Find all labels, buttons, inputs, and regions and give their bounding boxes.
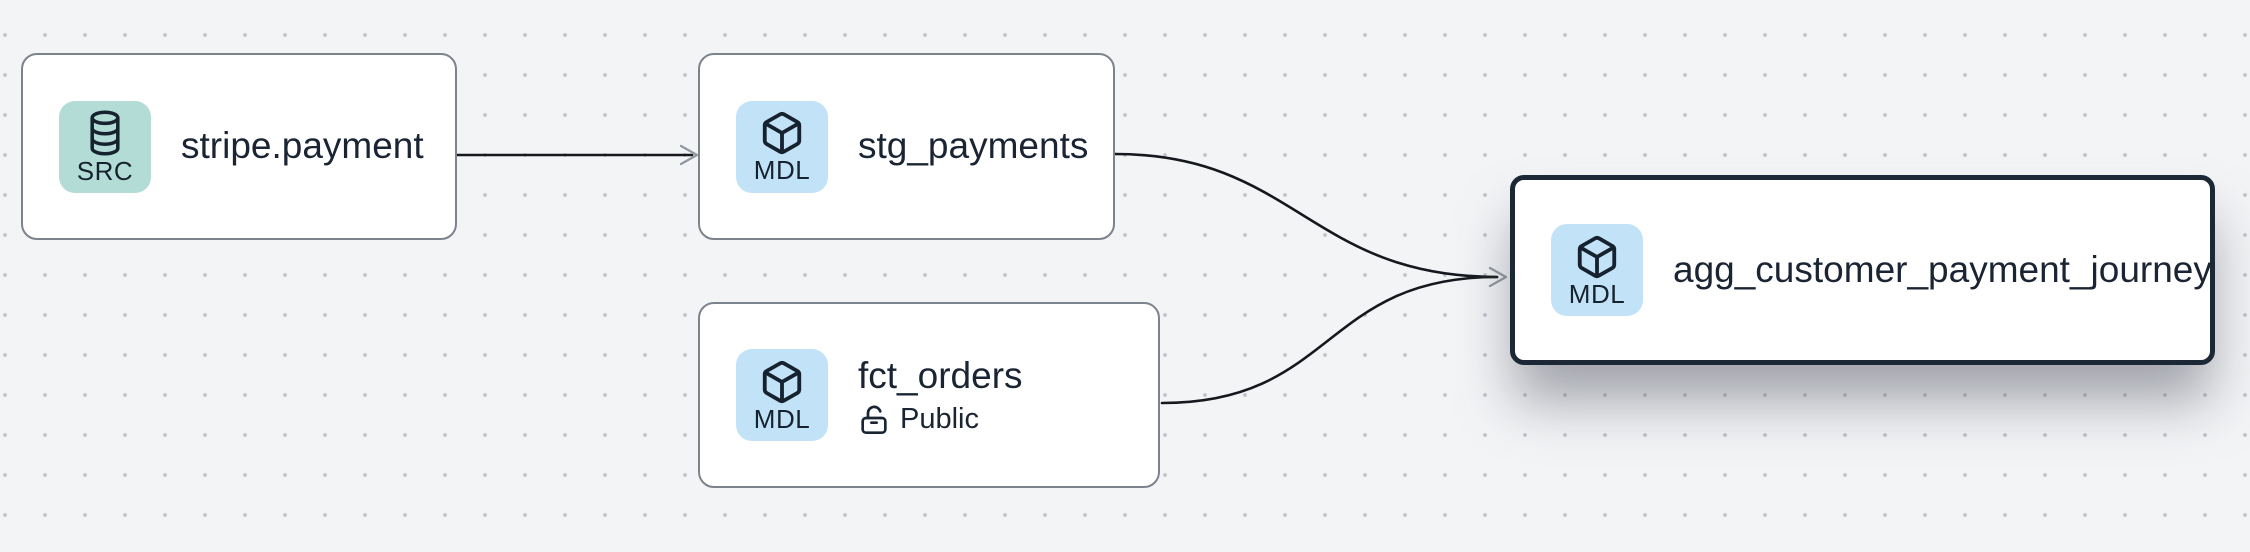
model-badge: MDL (1551, 224, 1643, 316)
visibility-tag: Public (858, 403, 1023, 436)
model-badge: MDL (736, 100, 828, 193)
visibility-label: Public (900, 403, 979, 436)
arrowhead-icon (1488, 266, 1508, 288)
arrowhead-icon (679, 144, 699, 166)
box-icon (762, 111, 802, 155)
node-stripe-payment[interactable]: SRC stripe.payment (21, 53, 457, 240)
edge-stg-to-agg[interactable] (1113, 152, 1499, 279)
badge-label: MDL (753, 155, 811, 185)
node-title: stripe.payment (181, 125, 424, 167)
node-title: fct_orders (858, 354, 1023, 396)
badge-label: SRC (76, 156, 134, 186)
source-badge: SRC (59, 100, 151, 193)
node-agg-customer-payment-journey[interactable]: MDL agg_customer_payment_journey (1510, 175, 2215, 365)
node-title: agg_customer_payment_journey (1673, 248, 2212, 290)
lock-open-icon (861, 405, 887, 435)
badge-label: MDL (1568, 278, 1626, 309)
edge-fct-to-agg[interactable] (1160, 275, 1499, 405)
node-stg-payments[interactable]: MDL stg_payments (698, 53, 1115, 240)
badge-label: MDL (753, 403, 811, 434)
box-icon (1577, 235, 1617, 278)
node-fct-orders[interactable]: MDL fct_orders Public (698, 302, 1160, 488)
database-icon (90, 110, 120, 156)
model-badge: MDL (736, 349, 828, 441)
node-title: stg_payments (858, 125, 1089, 167)
box-icon (762, 360, 802, 403)
